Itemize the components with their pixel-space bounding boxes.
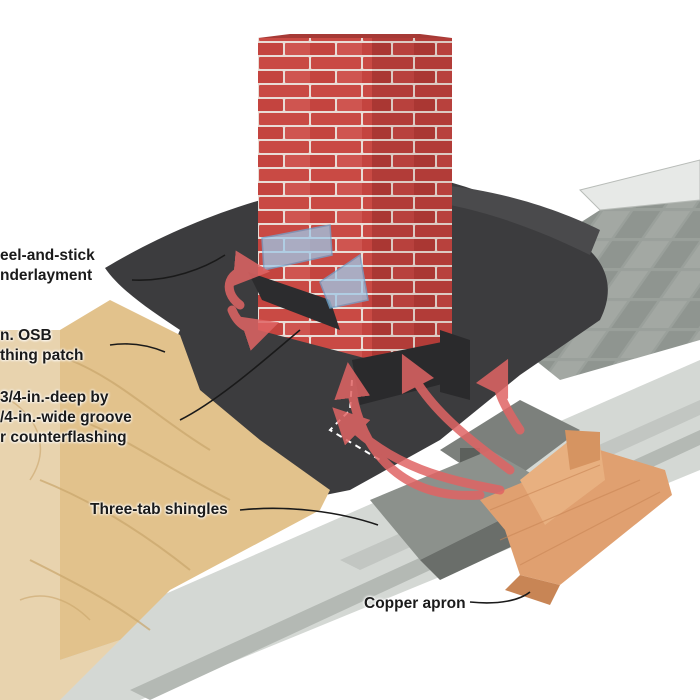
leader-lines bbox=[109, 254, 531, 604]
osb-sheathing bbox=[0, 300, 330, 700]
label-copper-apron: Copper apron bbox=[364, 595, 466, 612]
copper-apron-illustration bbox=[480, 430, 672, 605]
step-flashing-front bbox=[248, 272, 340, 330]
chimney-top bbox=[258, 34, 452, 38]
installation-arrows bbox=[224, 250, 525, 500]
label-three-tab-shingles: Three-tab shingles bbox=[90, 501, 228, 518]
label-osb-patch: n. OSB thing patch bbox=[0, 327, 84, 364]
chimney-side-face bbox=[372, 38, 452, 360]
label-underlayment: eel-and-stick nderlayment bbox=[0, 247, 95, 284]
base-flashing bbox=[370, 450, 560, 560]
label-groove: 3/4-in.-deep by /4-in.-wide groove r cou… bbox=[0, 389, 132, 446]
counterflashing-preview bbox=[261, 224, 369, 309]
